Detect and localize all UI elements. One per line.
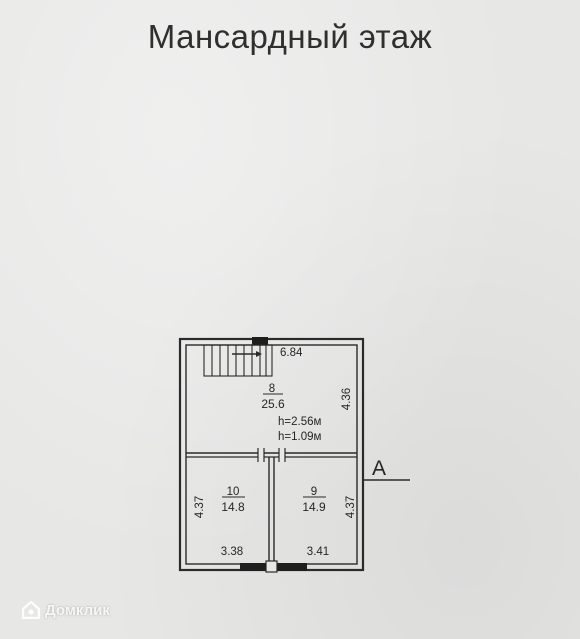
room-height-main: h=2.56м: [278, 416, 321, 428]
room-number-8: 8: [269, 383, 275, 395]
watermark-text: Домклик: [45, 601, 110, 619]
dimension-right-upper: 4.36: [341, 388, 353, 410]
dimension-top-width: 6.84: [280, 347, 303, 359]
dimension-left-lower: 4.37: [194, 496, 206, 518]
dimension-bottom-right: 3.41: [307, 546, 329, 558]
window-top: [252, 337, 268, 345]
section-marker: А: [372, 457, 386, 480]
room-number-9: 9: [311, 486, 317, 498]
openings: [240, 337, 307, 573]
room-area-9: 14.9: [302, 500, 326, 514]
page-title: Мансардный этаж: [147, 18, 433, 55]
room-fraction-bars: [222, 393, 326, 498]
window-bottom-left: [240, 563, 266, 571]
room-area-8: 25.6: [261, 397, 285, 411]
watermark: Домклик: [22, 601, 110, 619]
room-area-10: 14.8: [221, 500, 245, 514]
door-right: [279, 448, 285, 462]
dimension-right-lower: 4.37: [345, 496, 357, 518]
dimension-bottom-left: 3.38: [221, 546, 243, 558]
window-bottom-right: [277, 563, 307, 571]
door-left: [258, 448, 264, 462]
inner-wall-line: [185, 344, 358, 565]
room-height-low: h=1.09м: [278, 431, 321, 443]
staircase: [203, 344, 273, 377]
house-logo-icon: [22, 601, 40, 619]
room-number-10: 10: [227, 486, 240, 498]
